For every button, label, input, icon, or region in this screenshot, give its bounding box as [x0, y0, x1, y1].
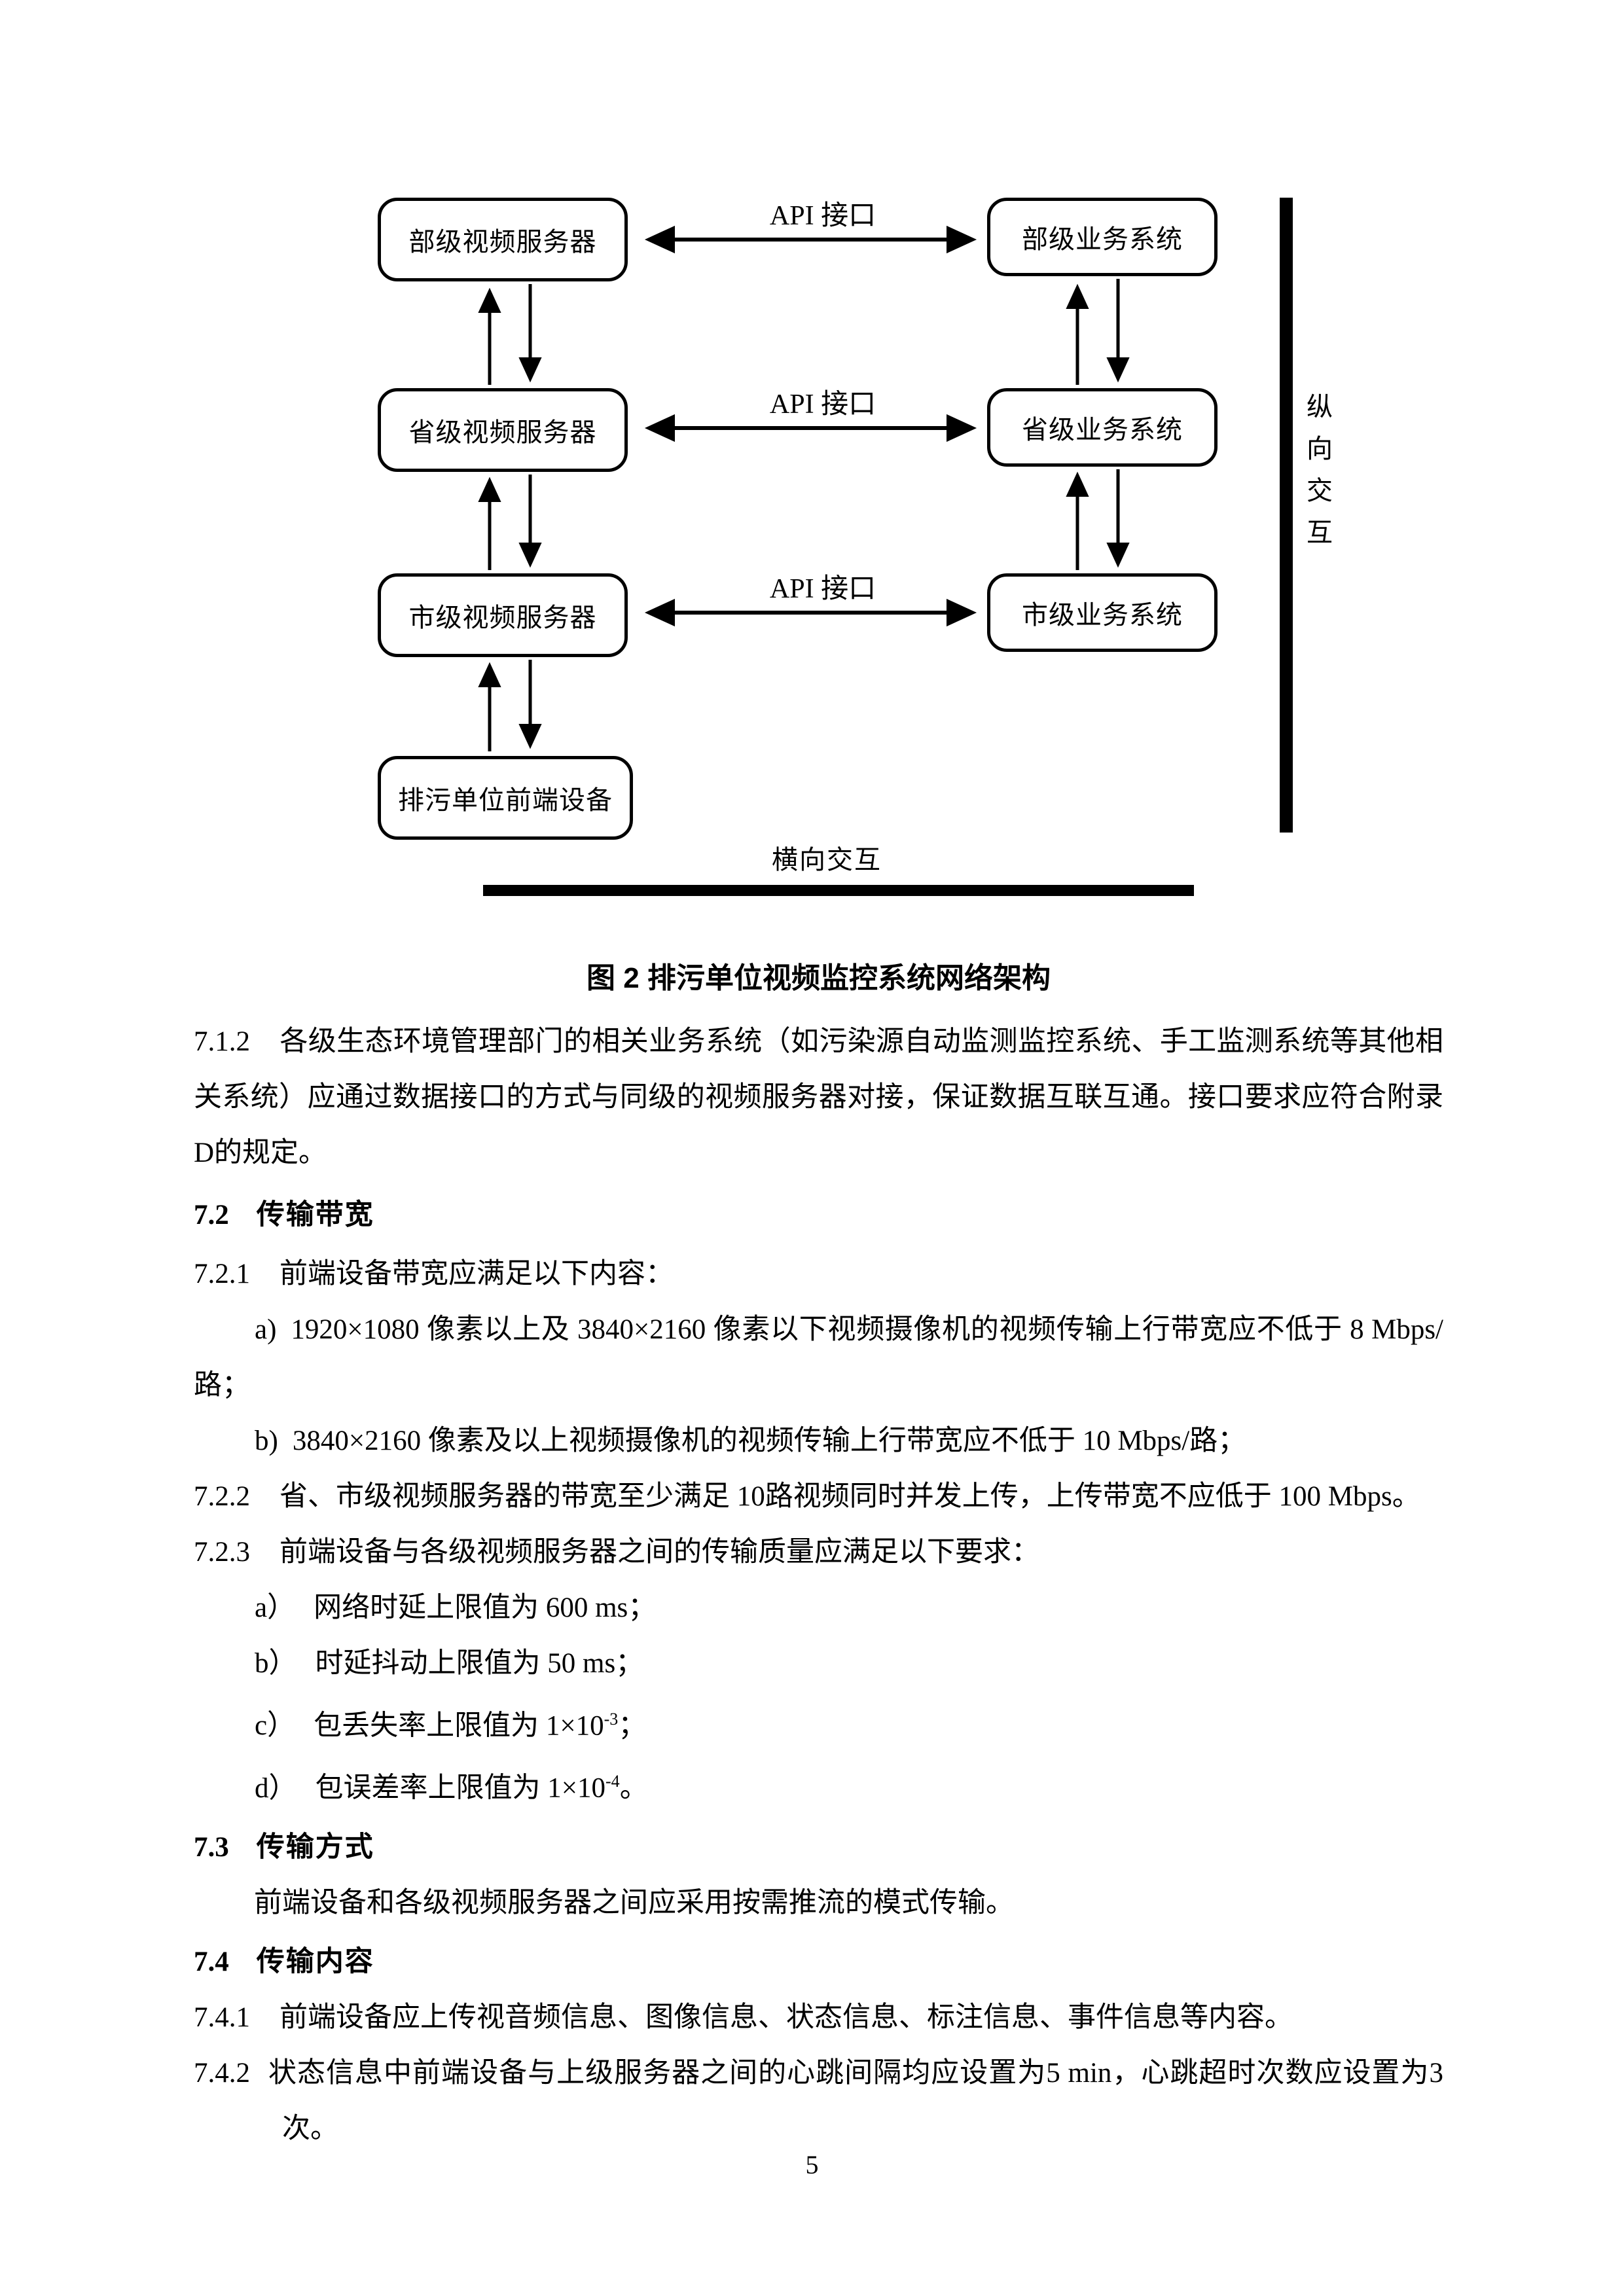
heading-7-4: 7.4 传输内容: [194, 1934, 1443, 1990]
section-number: 7.1.2: [194, 1026, 250, 1057]
section-number: 7.4.1: [194, 2001, 250, 2033]
list-item-b-bandwidth: b) 3840×2160 像素及以上视频摄像机的视频传输上行带宽应不低于 10 M…: [194, 1413, 1443, 1469]
heading-title: 传输内容: [256, 1945, 374, 1977]
heading-title: 传输方式: [256, 1831, 374, 1863]
list-item-d-packet-error: d） 包误差率上限值为 1×10-4。: [194, 1753, 1443, 1816]
node-city-video-server: 市级视频服务器: [378, 573, 628, 657]
superscript-exponent: -4: [605, 1772, 620, 1791]
heading-number: 7.4: [194, 1946, 229, 1977]
node-province-business-system: 省级业务系统: [987, 388, 1218, 467]
heading-number: 7.2: [194, 1200, 229, 1230]
figure-caption: 图 2 排污单位视频监控系统网络架构: [586, 962, 1051, 994]
list-item-text: 3840×2160 像素及以上视频摄像机的视频传输上行带宽应不低于 10 Mbp…: [292, 1426, 1246, 1456]
heading-7-2: 7.2 传输带宽: [194, 1187, 1443, 1243]
list-item-a-latency: a） 网络时延上限值为 600 ms；: [194, 1580, 1443, 1636]
figure-network-architecture: 部级视频服务器 部级业务系统 省级视频服务器 省级业务系统 市级视频服务器 市级…: [0, 0, 1624, 956]
paragraph-text: 前端设备应上传视音频信息、图像信息、状态信息、标注信息、事件信息等内容。: [280, 2001, 1293, 2033]
list-item-a-bandwidth: a)1920×1080 像素以上及 3840×2160 像素以下视频摄像机的视频…: [194, 1302, 1443, 1413]
paragraph-text: 各级生态环境管理部门的相关业务系统（如污染源自动监测监控系统、手工监测系统等其他…: [194, 1026, 1443, 1168]
horizontal-interaction-label: 横向交互: [772, 845, 882, 874]
paragraph-7-2-2: 7.2.2 省、市级视频服务器的带宽至少满足 10路视频同时并发上传，上传带宽不应…: [194, 1469, 1443, 1524]
node-ministry-video-server: 部级视频服务器: [378, 198, 628, 281]
list-item-text: 时延抖动上限值为 50 ms；: [315, 1648, 644, 1679]
list-item-label: a): [255, 1314, 277, 1345]
paragraph-7-4-1: 7.4.1 前端设备应上传视音频信息、图像信息、状态信息、标注信息、事件信息等内容…: [194, 1990, 1443, 2045]
node-polluter-frontend-device: 排污单位前端设备: [378, 756, 633, 840]
paragraph-7-3-body: 前端设备和各级视频服务器之间应采用按需推流的模式传输。: [194, 1875, 1443, 1931]
vertical-interaction-label: 纵向交互: [1303, 393, 1332, 560]
diagram-arrows: [478, 225, 1130, 751]
paragraph-text: 前端设备与各级视频服务器之间的传输质量应满足以下要求：: [280, 1537, 1039, 1568]
section-number: 7.2.3: [194, 1537, 250, 1568]
heading-7-3: 7.3 传输方式: [194, 1820, 1443, 1875]
superscript-exponent: -3: [604, 1710, 619, 1729]
list-item-text: 包误差率上限值为 1×10: [315, 1772, 606, 1804]
paragraph-7-2-1: 7.2.1 前端设备带宽应满足以下内容：: [194, 1246, 1443, 1302]
list-item-label: a）: [255, 1592, 296, 1623]
heading-title: 传输带宽: [256, 1199, 374, 1230]
page-number: 5: [805, 2150, 819, 2179]
horizontal-interaction-bar: [483, 885, 1194, 896]
paragraph-text: 前端设备和各级视频服务器之间应采用按需推流的模式传输。: [254, 1887, 1014, 1918]
paragraph-text: 省、市级视频服务器的带宽至少满足 10路视频同时并发上传，上传带宽不应低于 10…: [280, 1481, 1420, 1512]
vertical-interaction-bar: [1280, 198, 1293, 833]
list-item-label: b）: [255, 1648, 297, 1679]
list-item-label: d）: [255, 1772, 297, 1804]
list-item-tail: 。: [619, 1772, 648, 1804]
paragraph-7-2-3: 7.2.3 前端设备与各级视频服务器之间的传输质量应满足以下要求：: [194, 1524, 1443, 1580]
list-item-tail: ；: [618, 1710, 647, 1742]
paragraph-text: 状态信息中前端设备与上级服务器之间的心跳间隔均应设置为5 min，心跳超时次数应…: [268, 2057, 1443, 2144]
list-item-label: c）: [255, 1710, 296, 1742]
list-item-text: 包丢失率上限值为 1×10: [314, 1710, 604, 1742]
paragraph-text: 前端设备带宽应满足以下内容：: [280, 1259, 674, 1289]
node-city-business-system: 市级业务系统: [987, 573, 1218, 652]
heading-number: 7.3: [194, 1831, 229, 1863]
paragraph-7-4-2: 7.4.2 状态信息中前端设备与上级服务器之间的心跳间隔均应设置为5 min，心跳…: [194, 2045, 1443, 2157]
node-province-video-server: 省级视频服务器: [378, 388, 628, 472]
list-item-c-packet-loss: c） 包丢失率上限值为 1×10-3；: [194, 1691, 1443, 1753]
section-number: 7.2.1: [194, 1259, 250, 1289]
node-ministry-business-system: 部级业务系统: [987, 198, 1218, 276]
api-interface-label-row3: API 接口: [769, 574, 876, 604]
section-number: 7.2.2: [194, 1481, 250, 1512]
section-number: 7.4.2: [194, 2057, 250, 2089]
list-item-text: 网络时延上限值为 600 ms；: [314, 1592, 657, 1623]
api-interface-label-row1: API 接口: [769, 201, 876, 231]
list-item-b-jitter: b） 时延抖动上限值为 50 ms；: [194, 1636, 1443, 1691]
list-item-label: b): [255, 1426, 278, 1456]
list-item-text: 1920×1080 像素以上及 3840×2160 像素以下视频摄像机的视频传输…: [194, 1314, 1443, 1401]
api-interface-label-row2: API 接口: [769, 389, 876, 420]
